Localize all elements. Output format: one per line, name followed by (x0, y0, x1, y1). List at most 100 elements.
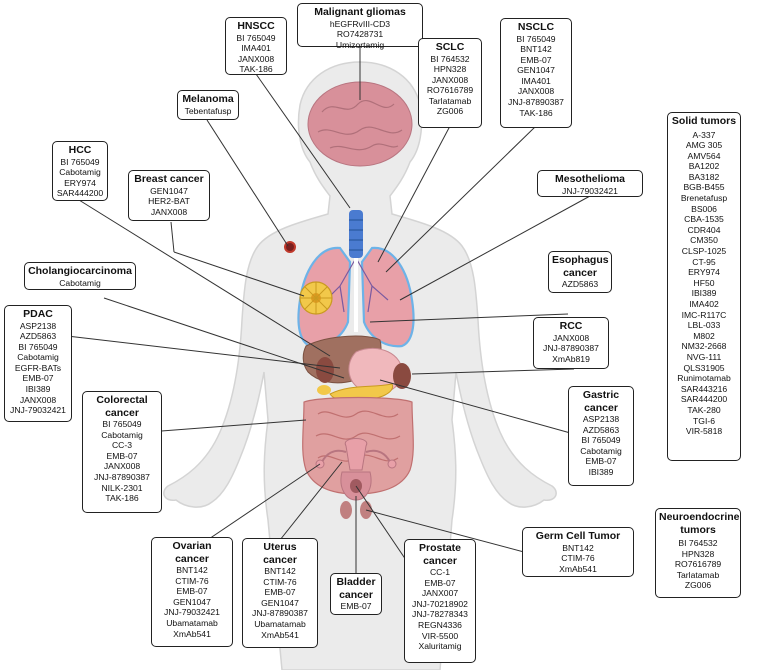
ovarian-cancer-item: CTIM-76 (175, 575, 209, 586)
uterus-cancer-item: CTIM-76 (263, 576, 297, 587)
ovarian-cancer-item: XmAb541 (173, 628, 211, 639)
solid-tumors-item: Brenetafusp (680, 193, 728, 204)
nsclc-item: TAK-186 (519, 107, 553, 118)
pdac-item: AZD5863 (19, 331, 57, 342)
colorectal-cancer-title: Colorectal cancer (96, 394, 148, 419)
solid-tumors-item: CBA-1535 (684, 214, 724, 225)
rcc-item: JNJ-87890387 (543, 343, 599, 354)
hcc-box: HCC BI 765049 Cabotamig ERY974 SAR444200 (52, 141, 108, 201)
germ-cell-tumor-item: CTIM-76 (561, 553, 595, 564)
hnscc-title: HNSCC (237, 20, 275, 32)
bladder-cancer-box: Bladder cancer EMB-07 (330, 573, 382, 615)
solid-tumors-title: Solid tumors (671, 115, 737, 127)
solid-tumors-item: CLSP-1025 (681, 246, 727, 257)
sclc-item: ZG006 (436, 106, 464, 117)
esophagus-cancer-box: Esophagus cancer AZD5863 (548, 251, 612, 293)
prostate-cancer-title: Prostate cancer (418, 542, 461, 567)
gastric-cancer-item: Cabotamig (580, 445, 622, 456)
nsclc-item: JNJ-87890387 (508, 97, 564, 108)
solid-tumors-item: SAR444200 (680, 394, 728, 405)
neuroendocrine-tumors-title: Neuroendocrine tumors (659, 511, 740, 536)
hnscc-item: IMA401 (241, 43, 271, 54)
solid-tumors-item: BGB-B455 (683, 182, 725, 193)
pdac-title: PDAC (23, 308, 53, 320)
prostate-cancer-box: Prostate cancer CC-1 EMB-07 JANX007 JNJ-… (404, 539, 476, 663)
colorectal-cancer-item: NILK-2301 (101, 482, 143, 493)
melanoma-box: Melanoma Tebentafusp (177, 90, 239, 120)
abdominal-organs (302, 335, 411, 402)
nsclc-item: GEN1047 (517, 65, 555, 76)
nsclc-box: NSCLC BI 765049 BNT142 EMB-07 GEN1047 IM… (500, 18, 572, 128)
gastric-cancer-title: Gastric cancer (582, 389, 620, 414)
gliomas-item: RO7428731 (336, 29, 384, 40)
ovarian-cancer-title: Ovarian cancer (172, 540, 212, 565)
solid-tumors-item: M802 (693, 330, 715, 341)
connector-lines (49, 44, 591, 574)
rcc-item: JANX008 (552, 332, 590, 343)
gliomas-item: Umizortamig (335, 39, 385, 50)
prostate-cancer-item: CC-1 (429, 567, 451, 577)
solid-tumors-item: BA3182 (688, 171, 720, 182)
hcc-item: Cabotamig (59, 167, 101, 178)
germ-cell-tumor-box: Germ Cell Tumor BNT142 CTIM-76 XmAb541 (522, 527, 634, 577)
sclc-title: SCLC (435, 41, 465, 53)
melanoma-item: Tebentafusp (184, 105, 232, 116)
prostate-cancer-item: EMB-07 (424, 577, 456, 588)
nsclc-item: BI 765049 (516, 33, 556, 44)
uterus-cancer-item: JNJ-87890387 (252, 608, 308, 619)
ovarian-cancer-item: EMB-07 (176, 586, 208, 597)
pdac-item: EMB-07 (22, 373, 54, 384)
breast-tumor (299, 281, 333, 315)
prostate-cancer-item: Xaluritamig (418, 641, 462, 652)
neuroendocrine-tumors-item: ZG006 (684, 580, 712, 591)
gastric-cancer-box: Gastric cancer ASP2138 AZD5863 BI 765049… (568, 386, 634, 486)
solid-tumors-item: VIR-5818 (685, 426, 723, 437)
solid-tumors-item: AMG 305 (685, 140, 723, 151)
pdac-item: EGFR-BATs (14, 362, 62, 373)
brain-organ (307, 81, 413, 167)
prostate-cancer-item: JNJ-78278343 (412, 609, 468, 620)
prostate-cancer-item: VIR-5500 (421, 630, 459, 641)
colorectal-cancer-item: JANX008 (103, 461, 141, 472)
mesothelioma-item: JNJ-79032421 (562, 185, 618, 196)
melanoma-title: Melanoma (182, 93, 234, 105)
colorectal-cancer-item: JNJ-87890387 (94, 471, 150, 482)
rcc-item: XmAb819 (552, 353, 590, 364)
hcc-title: HCC (68, 144, 92, 156)
colorectal-cancer-item: EMB-07 (106, 450, 138, 461)
solid-tumors-item: BS006 (691, 203, 717, 214)
hnscc-item: BI 765049 (236, 32, 276, 43)
ovarian-cancer-box: Ovarian cancer BNT142 CTIM-76 EMB-07 GEN… (151, 537, 233, 647)
uterus-cancer-item: Ubamatamab (254, 618, 306, 629)
solid-tumors-item: IBI389 (691, 288, 717, 299)
ovarian-cancer-item: JNJ-79032421 (164, 607, 220, 618)
neuroendocrine-tumors-item: BI 764532 (678, 538, 718, 548)
breast-cancer-item: JANX008 (150, 206, 188, 217)
gastric-cancer-item: ASP2138 (582, 414, 620, 424)
nsclc-item: IMA401 (521, 75, 551, 86)
solid-tumors-item: IMA402 (689, 299, 719, 309)
solid-tumors-box: Solid tumors A-337 AMG 305 AMV564 BA1202… (667, 112, 741, 461)
gliomas-item: hEGFRvIII-CD3 (329, 18, 391, 29)
nsclc-item: BNT142 (520, 44, 552, 55)
solid-tumors-item: CDR404 (687, 224, 721, 235)
breast-cancer-item: HER2-BAT (148, 196, 190, 207)
esophagus-cancer-item: AZD5863 (561, 279, 599, 289)
solid-tumors-item: HF50 (693, 277, 715, 288)
solid-tumors-item: IMC-R117C (681, 309, 727, 320)
sclc-item: JANX008 (431, 74, 469, 85)
solid-tumors-item: ERY974 (688, 267, 720, 278)
solid-tumors-item: LBL-033 (687, 320, 721, 331)
gastric-cancer-item: IBI389 (588, 466, 614, 477)
nsclc-title: NSCLC (517, 21, 555, 33)
neuroendocrine-tumors-item: Tarlatamab (676, 569, 720, 580)
hnscc-box: HNSCC BI 765049 IMA401 JANX008 TAK-186 (225, 17, 287, 75)
solid-tumors-item: AMV564 (687, 150, 721, 161)
bladder-cancer-item: EMB-07 (340, 601, 372, 611)
mesothelioma-box: Mesothelioma JNJ-79032421 (537, 170, 643, 197)
solid-tumors-item: A-337 (692, 129, 716, 140)
mesothelioma-title: Mesothelioma (554, 173, 625, 185)
solid-tumors-item: Runimotamab (677, 373, 731, 384)
gastric-cancer-item: EMB-07 (585, 456, 617, 467)
